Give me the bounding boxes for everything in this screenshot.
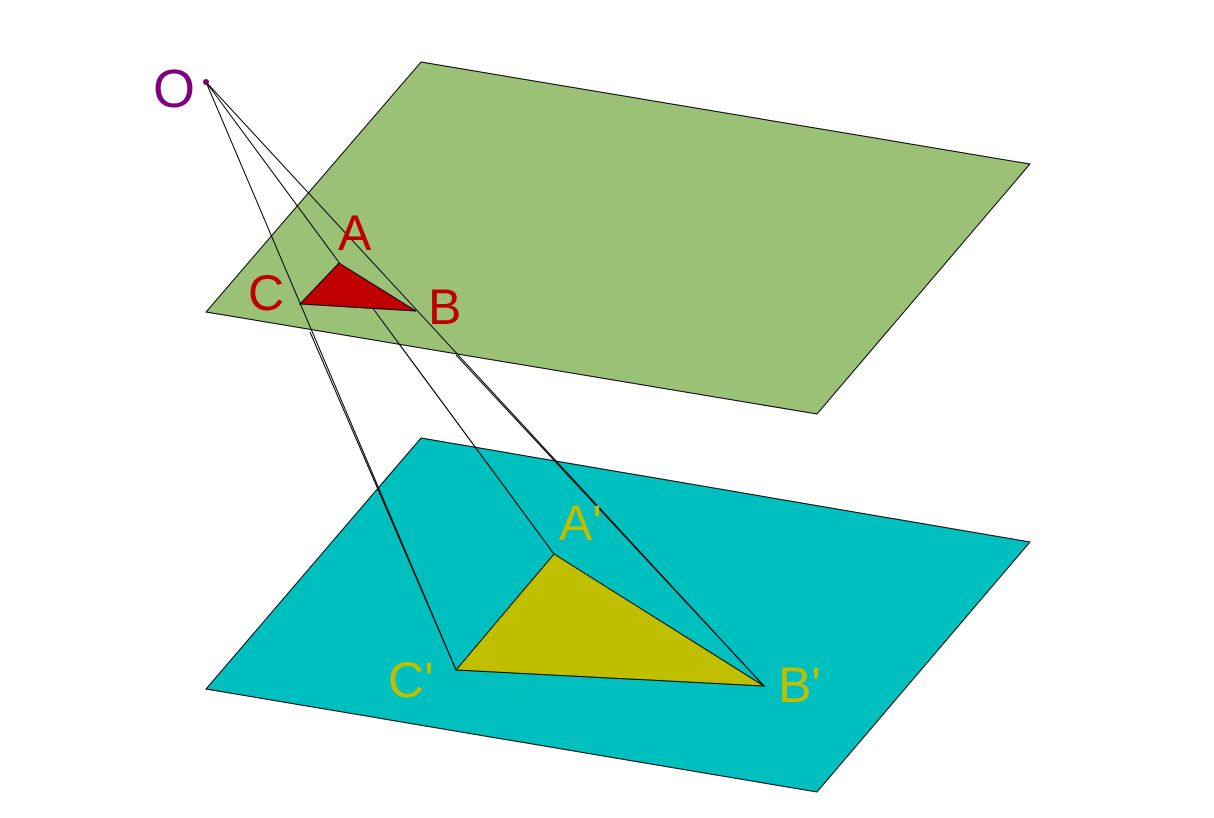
label-o: O (153, 59, 195, 119)
point-o (203, 79, 209, 85)
triangle-a-prime-b-prime-c-prime (454, 553, 766, 687)
label-b-prime: B' (778, 657, 821, 713)
line-o-c-prime (205, 81, 457, 671)
label-a-prime: A' (559, 495, 602, 551)
label-c: C (248, 265, 284, 321)
label-c-prime: C' (388, 652, 434, 708)
line-segment-b-prime (455, 354, 765, 687)
line-segment-a-prime (399, 344, 555, 555)
label-b: B (428, 279, 461, 335)
triangle-abc (298, 262, 417, 312)
line-segment-c-prime (309, 331, 457, 671)
label-a: A (338, 205, 372, 261)
upper-plane (205, 61, 1031, 415)
